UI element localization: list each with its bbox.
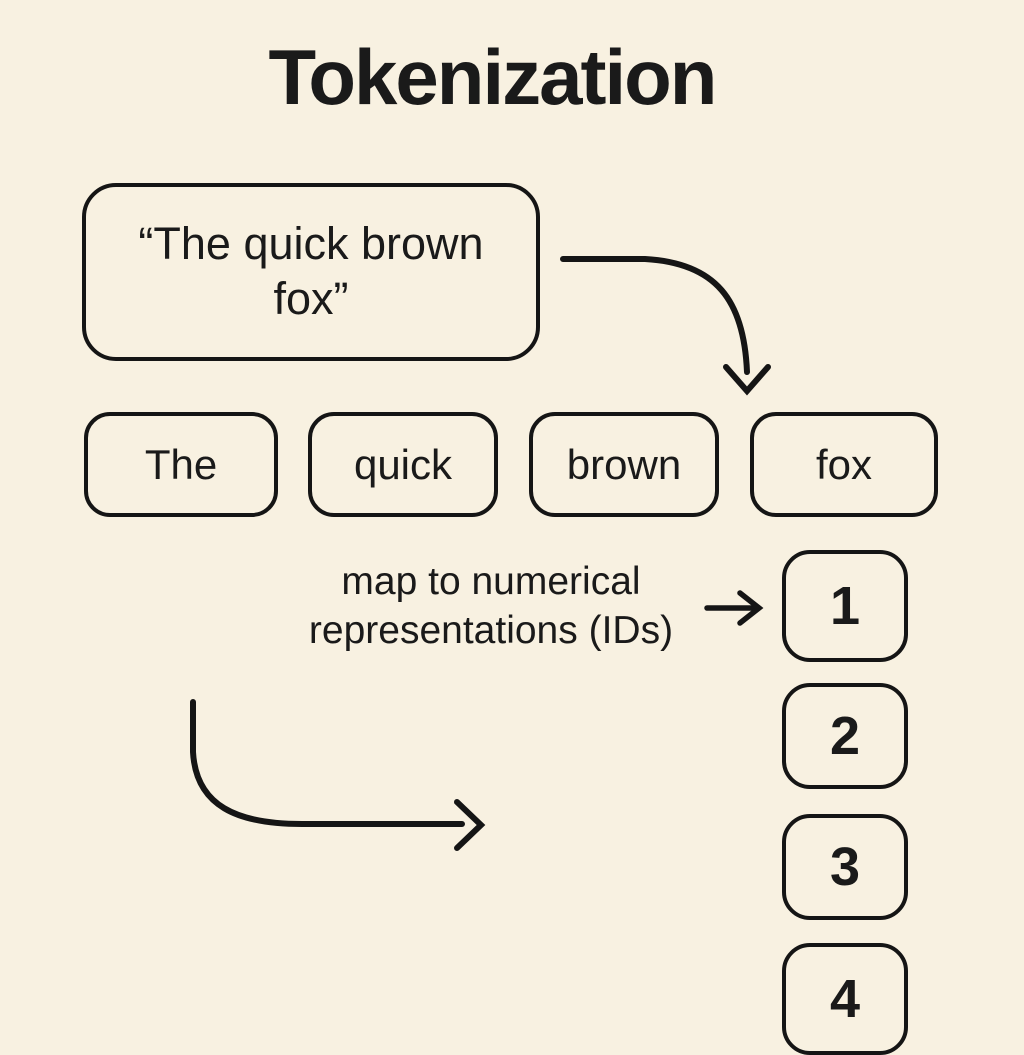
id-box-1: 1	[782, 550, 908, 662]
id-box-2: 2	[782, 683, 908, 789]
token-label: fox	[815, 440, 873, 488]
id-label: 4	[829, 969, 861, 1029]
curved-arrow-down-icon	[560, 256, 771, 396]
token-label: quick	[353, 440, 453, 488]
source-sentence-text: “The quick brown fox”	[138, 218, 484, 324]
curved-arrow-right-icon	[190, 699, 486, 851]
token-box-fox: fox	[750, 412, 938, 517]
id-box-3: 3	[782, 814, 908, 920]
page-title: Tokenization	[268, 33, 718, 121]
token-box-quick: quick	[308, 412, 498, 517]
source-sentence-box: “The quick brown fox”	[82, 183, 540, 361]
id-label: 2	[829, 706, 861, 766]
tokenization-diagram: Tokenization “The quick brown fox” The q…	[82, 33, 938, 1055]
token-box-brown: brown	[529, 412, 719, 517]
id-box-4: 4	[782, 943, 908, 1055]
token-box-the: The	[84, 412, 278, 517]
right-arrow-icon	[704, 590, 764, 626]
token-label: brown	[566, 440, 682, 488]
mapping-label: map to numerical representations (IDs)	[308, 560, 674, 652]
id-label: 1	[829, 576, 861, 636]
token-label: The	[144, 440, 218, 488]
id-label: 3	[829, 837, 861, 897]
